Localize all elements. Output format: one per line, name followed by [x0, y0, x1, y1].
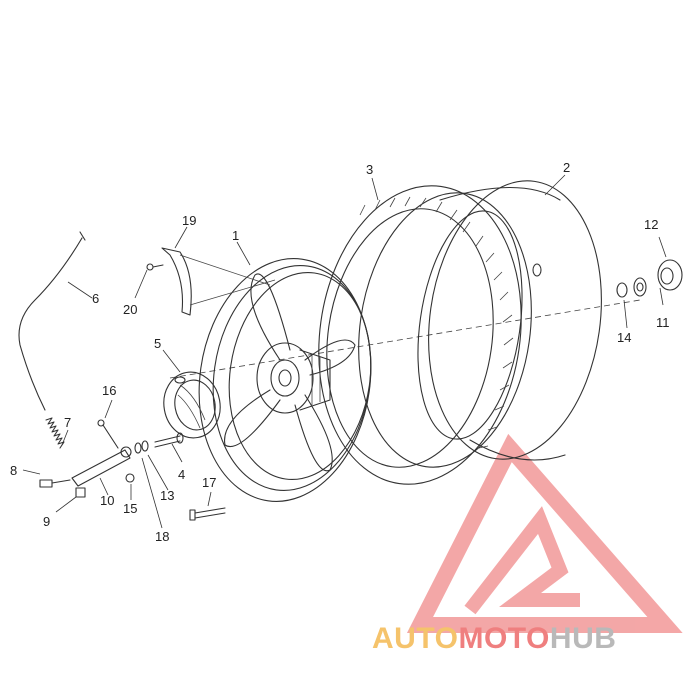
part-17-bolt: [189, 507, 226, 521]
leader-lines: [22, 174, 667, 529]
part-2-tire: [428, 180, 602, 461]
callout-labels: 1 2 3 4 5 6 7 8 9 10 11 12 13 14 15 16 1…: [10, 160, 670, 544]
callout-4: 4: [178, 467, 185, 482]
part-10-brake-lever: [71, 446, 132, 487]
part-20-screw: [146, 263, 164, 271]
callout-15: 15: [123, 501, 137, 516]
callout-5: 5: [154, 336, 161, 351]
part-13-washer: [141, 440, 149, 452]
callout-8: 8: [10, 463, 17, 478]
callout-18: 18: [155, 529, 169, 544]
callout-13: 13: [160, 488, 174, 503]
callout-9: 9: [43, 514, 50, 529]
watermark-moto: MOTO: [458, 622, 549, 655]
callout-12: 12: [644, 217, 658, 232]
part-3-tire-tread: [318, 185, 532, 485]
callout-2: 2: [563, 160, 570, 175]
part-6-brake-cable: [18, 237, 83, 411]
part-18-seal: [134, 442, 142, 454]
callout-11: 11: [656, 315, 670, 330]
part-19-guard-plate: [161, 247, 276, 316]
part-12-cap-nut: [657, 259, 683, 291]
callout-16: 16: [102, 383, 116, 398]
part-7-spring: [45, 417, 65, 449]
callout-10: 10: [100, 493, 114, 508]
part-16-bolt: [97, 419, 119, 449]
watermark-logo-icon: [406, 433, 683, 633]
watermark-text: AUTOMOTOHUB: [372, 622, 616, 655]
callout-6: 6: [92, 291, 99, 306]
part-8-pin: [39, 479, 71, 488]
callout-3: 3: [366, 162, 373, 177]
callout-20: 20: [123, 302, 137, 317]
part-15-nut: [125, 473, 135, 483]
callout-1: 1: [232, 228, 239, 243]
callout-7: 7: [64, 415, 71, 430]
part-9-bolt: [75, 487, 86, 498]
part-11-nut: [633, 277, 647, 297]
part-5-brake-shoe: [163, 371, 221, 439]
part-14-washer: [616, 282, 628, 298]
callout-19: 19: [182, 213, 196, 228]
callout-14: 14: [617, 330, 631, 345]
svg-text:AUTOMOTOHUB: AUTOMOTOHUB: [372, 622, 616, 655]
axle-centerline: [169, 299, 641, 379]
watermark-auto: AUTO: [372, 622, 458, 655]
part-1-wheel-rim: [198, 258, 372, 502]
part-4-brake-cam: [154, 432, 184, 448]
callout-17: 17: [202, 475, 216, 490]
watermark-hub: HUB: [550, 622, 617, 655]
